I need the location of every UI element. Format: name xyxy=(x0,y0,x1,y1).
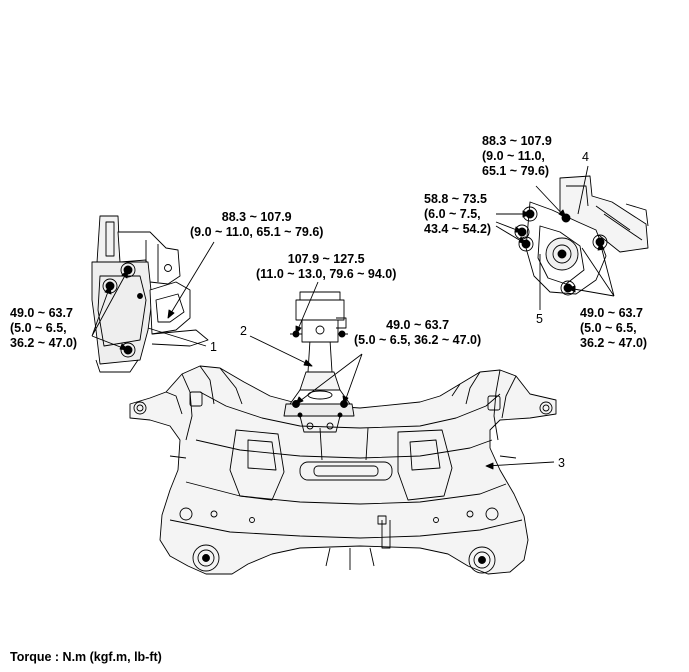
torque-value-alt: (6.0 ~ 7.5, xyxy=(424,207,481,221)
torque-value-alt: (9.0 ~ 11.0, 65.1 ~ 79.6) xyxy=(190,225,324,239)
torque-label-right-mount-bolts: 49.0 ~ 63.7 (5.0 ~ 6.5, 36.2 ~ 47.0) xyxy=(580,306,647,351)
torque-value-alt: (5.0 ~ 6.5, xyxy=(580,321,637,335)
torque-label-rear-mount-top: 107.9 ~ 127.5 (11.0 ~ 13.0, 79.6 ~ 94.0) xyxy=(256,252,396,282)
callout-number-2: 2 xyxy=(240,324,247,338)
torque-value: 49.0 ~ 63.7 xyxy=(10,306,73,320)
torque-label-left-mount-top: 88.3 ~ 107.9 (9.0 ~ 11.0, 65.1 ~ 79.6) xyxy=(190,210,323,240)
torque-label-right-mount-center: 88.3 ~ 107.9 (9.0 ~ 11.0, 65.1 ~ 79.6) xyxy=(482,134,552,179)
torque-value-alt: (11.0 ~ 13.0, 79.6 ~ 94.0) xyxy=(256,267,397,281)
torque-label-right-mount-left-bolts: 58.8 ~ 73.5 (6.0 ~ 7.5, 43.4 ~ 54.2) xyxy=(424,192,491,237)
callout-number-1: 1 xyxy=(210,340,217,354)
torque-value: 88.3 ~ 107.9 xyxy=(221,210,292,224)
torque-unit-note: Torque : N.m (kgf.m, lb-ft) xyxy=(10,650,162,664)
torque-value-alt: 43.4 ~ 54.2) xyxy=(424,222,492,236)
torque-value-alt: 36.2 ~ 47.0) xyxy=(10,336,78,350)
torque-value: 107.9 ~ 127.5 xyxy=(287,252,365,266)
callout-number-3: 3 xyxy=(558,456,565,470)
torque-value-alt: 36.2 ~ 47.0) xyxy=(580,336,648,350)
leader-lines xyxy=(91,165,615,470)
torque-label-rear-mount-bolts: 49.0 ~ 63.7 (5.0 ~ 6.5, 36.2 ~ 47.0) xyxy=(354,318,481,348)
torque-value: 49.0 ~ 63.7 xyxy=(580,306,643,320)
torque-value-alt: (5.0 ~ 6.5, 36.2 ~ 47.0) xyxy=(354,333,482,347)
right-mount-assembly xyxy=(514,175,649,296)
torque-value: 88.3 ~ 107.9 xyxy=(482,134,552,148)
torque-value: 49.0 ~ 63.7 xyxy=(386,318,450,332)
rear-roll-mount xyxy=(283,291,355,433)
callout-number-4: 4 xyxy=(582,150,589,164)
callout-number-5: 5 xyxy=(536,312,543,326)
torque-value-alt: (5.0 ~ 6.5, xyxy=(10,321,67,335)
torque-label-left-mount-bolts: 49.0 ~ 63.7 (5.0 ~ 6.5, 36.2 ~ 47.0) xyxy=(10,306,77,351)
torque-value: 58.8 ~ 73.5 xyxy=(424,192,487,206)
torque-value-alt: (9.0 ~ 11.0, xyxy=(482,149,545,163)
torque-value-alt: 65.1 ~ 79.6) xyxy=(482,164,550,178)
subframe-crossmember xyxy=(129,365,557,575)
